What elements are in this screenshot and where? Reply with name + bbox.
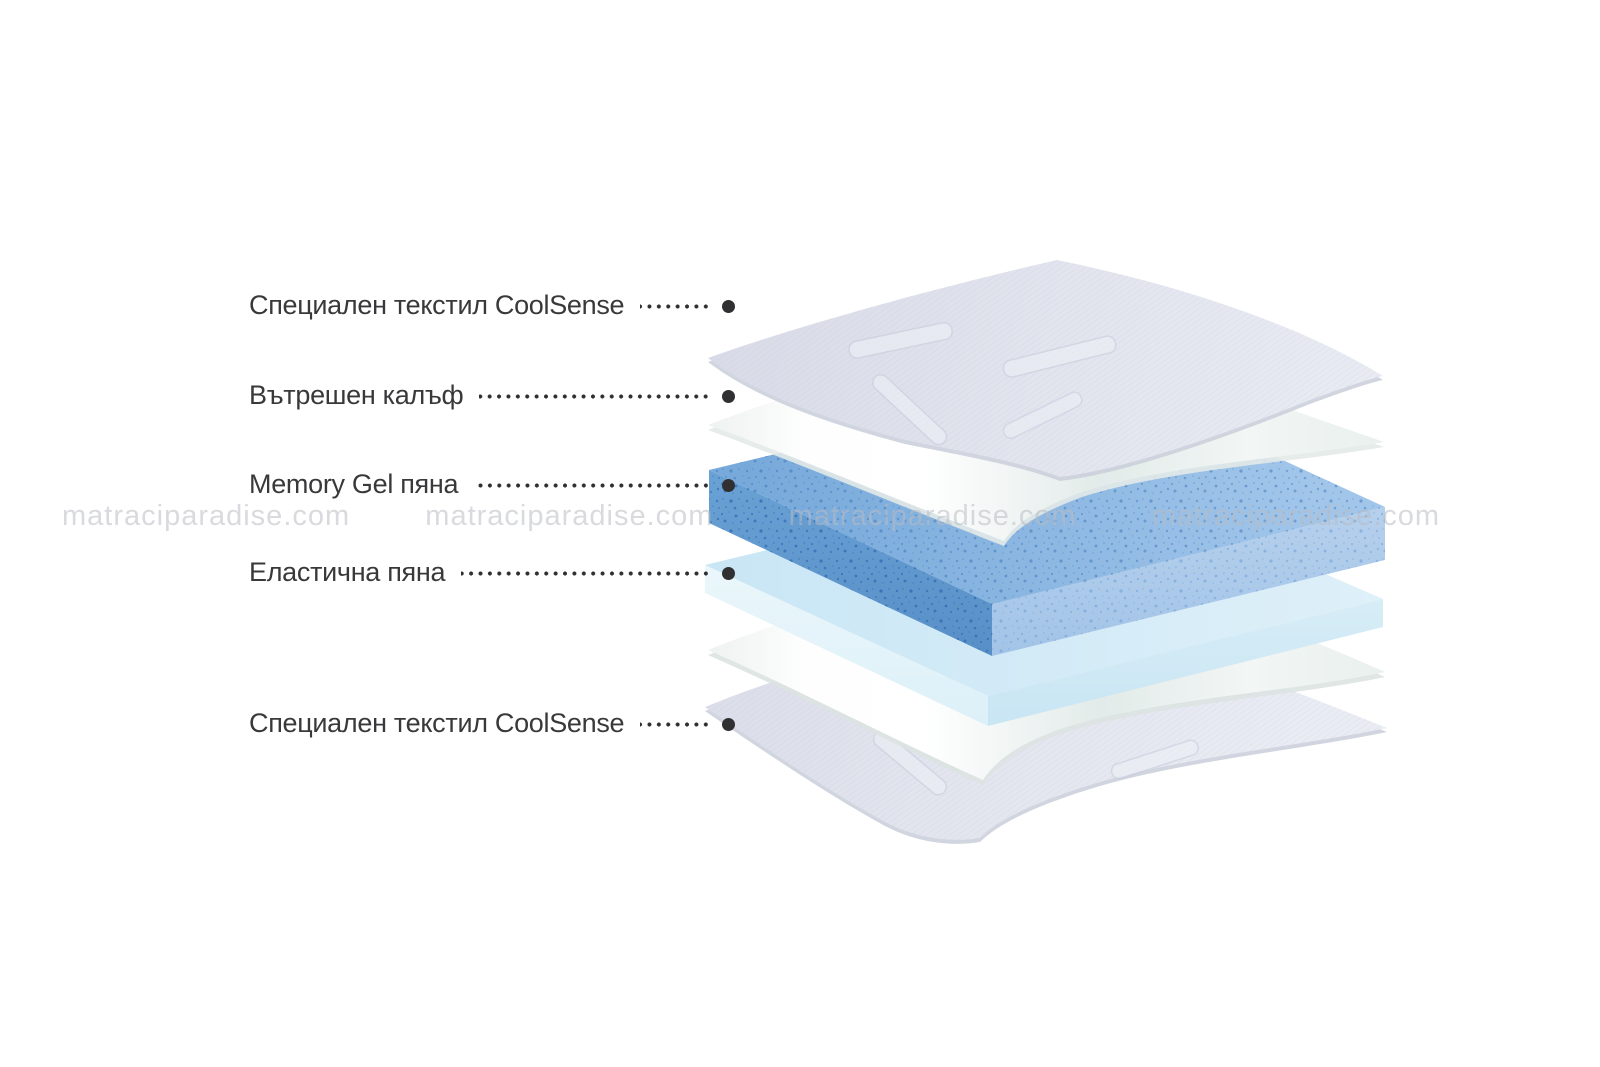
callout-label: Memory Gel пяна — [249, 468, 459, 499]
dotted-leader — [474, 483, 713, 488]
leader-dot — [722, 567, 735, 580]
layer-top-textile — [708, 260, 1383, 481]
callout-memory-gel-foam: Memory Gel пяна — [249, 467, 735, 501]
dotted-leader — [640, 304, 713, 309]
dotted-leader — [479, 394, 713, 399]
callout-label: Специален текстил CoolSense — [249, 707, 625, 738]
leader-dot — [722, 718, 735, 731]
dotted-leader — [461, 571, 713, 576]
leader-dot — [722, 300, 735, 313]
callout-top-textile: Специален текстил CoolSense — [249, 288, 735, 322]
leader-dot — [722, 390, 735, 403]
callout-bottom-textile: Специален текстил CoolSense — [249, 706, 735, 740]
callout-elastic-foam: Еластична пяна — [249, 555, 735, 589]
callout-label: Специален текстил CoolSense — [249, 289, 625, 320]
dotted-leader — [640, 722, 713, 727]
leader-dot — [722, 479, 735, 492]
callout-label: Вътрешен калъф — [249, 379, 464, 410]
callout-label: Еластична пяна — [249, 556, 446, 587]
callout-inner-cover: Вътрешен калъф — [249, 378, 735, 412]
